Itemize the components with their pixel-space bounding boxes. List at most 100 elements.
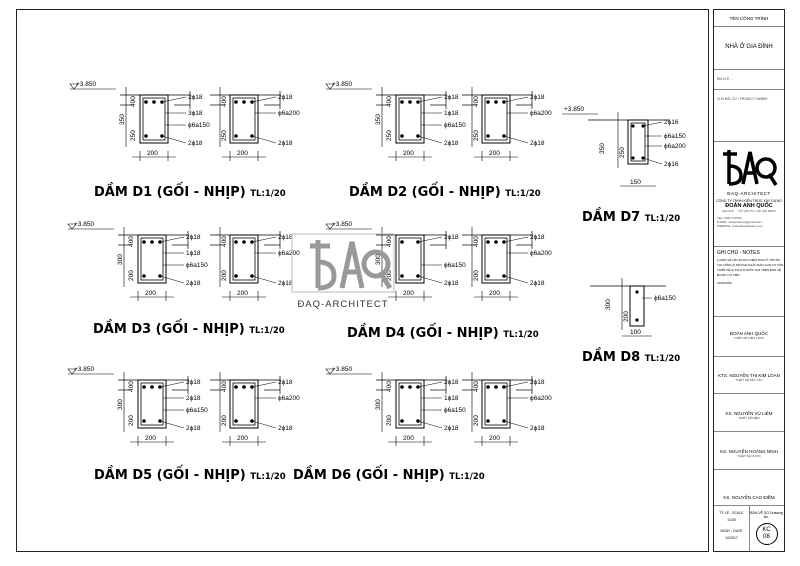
dim-h1-d5-support: 200	[128, 415, 135, 426]
rebar-d5-span-0	[234, 385, 238, 389]
dim-width-d5-span: 200	[237, 435, 248, 442]
date-label: NGÀY - DATE	[720, 529, 743, 533]
label-mid-d3-support: 1ϕ18	[186, 250, 201, 257]
dim-h2-d1-span: 400	[221, 96, 228, 107]
label-bot-d4-span: 2ϕ18	[530, 280, 545, 287]
dim-width-d1-support: 200	[147, 150, 158, 157]
beam-outline-d2-support	[395, 94, 425, 144]
watermark: ĐAQ-ARCHITECT	[288, 232, 398, 310]
logo-text: ĐAQ-ARCHITECT	[727, 191, 771, 196]
dim-width-d6-support: 200	[403, 435, 414, 442]
stirrup-d5-span	[232, 382, 256, 426]
beam-title-d4: DẦM D4 (GỐI - NHỊP) TL:1/20	[347, 326, 539, 341]
rebar-d7-2	[631, 156, 635, 160]
beam-title-d1: DẦM D1 (GỐI - NHỊP) TL:1/20	[94, 185, 286, 200]
label-mid-d1-span: ϕ6a200	[278, 110, 300, 117]
label-top-d6-support: 2ϕ18	[444, 379, 459, 386]
label-top-d4-support: 2ϕ18	[444, 234, 459, 241]
label-bot-d1-support: 2ϕ18	[188, 140, 203, 147]
dim-h1-d8: 200	[623, 311, 630, 322]
beam-outline-d4-span	[481, 234, 511, 284]
leader-top-d1-support	[161, 96, 187, 103]
leader-top-d2-support	[417, 96, 443, 103]
leader-bot-d4-span	[503, 275, 529, 284]
leader-bot-d6-span	[503, 420, 529, 429]
rebar-d6-span-2	[486, 419, 490, 423]
role-1: THIẾT KẾ KIẾN TRÚC	[733, 336, 765, 340]
stirrup-d2-support	[398, 97, 422, 141]
signer-2-name: KS. NGUYỄN VŨ LIÊM	[725, 411, 773, 416]
label-bot-d1-span: 2ϕ18	[278, 140, 293, 147]
leader-bot-d6-support	[417, 420, 443, 429]
leader-bot-d7	[642, 157, 663, 165]
leader-bot-d3-span	[251, 275, 277, 284]
label-stir-d1-support: ϕ6a150	[188, 122, 210, 129]
rebar-d5-support-0	[142, 385, 146, 389]
label-stir-d7: ϕ6a200	[664, 143, 686, 150]
dim-h2-d4-support: 400	[386, 236, 393, 247]
dim-width-d6-span: 200	[489, 435, 500, 442]
rebar-d6-support-2	[400, 419, 404, 423]
scale-value: 1/100	[727, 518, 736, 522]
dim-h3-d8: 300	[605, 299, 612, 310]
dim-h2-d2-support: 400	[386, 96, 393, 107]
elev-label-d3-support: +3.850	[74, 221, 94, 228]
label-mid-d4-span: ϕ6a200	[530, 250, 552, 257]
rebar-d2-span-2	[486, 134, 490, 138]
label-bot-d2-span: 2ϕ18	[530, 140, 545, 147]
rebar-d3-support-2	[142, 274, 146, 278]
label-top-d2-support: 2ϕ18	[444, 94, 459, 101]
rebar-mid-d4-span	[494, 240, 498, 244]
dim-width-d2-span: 200	[489, 150, 500, 157]
company-logo-icon	[723, 150, 778, 186]
rebar-d4-span-2	[486, 274, 490, 278]
stirrup-d4-span	[484, 237, 508, 281]
rebar-d1-support-0	[144, 100, 148, 104]
leader-top-d7	[642, 121, 663, 127]
stirrup-d4-support	[398, 237, 422, 281]
dim-width-d3-support: 200	[145, 290, 156, 297]
elev-marker-d2-support	[325, 83, 335, 90]
company-line: CÔNG TY TNHH KIẾN TRÚC XÂY DỰNG	[716, 199, 782, 203]
beam-title-d3: DẦM D3 (GỐI - NHỊP) TL:1/20	[93, 322, 285, 337]
label-bot-d7: 2ϕ16	[664, 161, 679, 168]
dim-h2-d2-span: 400	[473, 96, 480, 107]
dim-h3-d4-support: 300	[375, 254, 382, 265]
company-website: WEBSITE: www.daoanhquoc.com	[717, 224, 763, 228]
elev-label-d6-support: +3.850	[332, 366, 352, 373]
dim-width-d4-span: 200	[489, 290, 500, 297]
dim-h1-d6-span: 200	[473, 415, 480, 426]
rebar-mid-d6-support	[408, 385, 412, 389]
dim-h2-d4-span: 400	[473, 236, 480, 247]
label-mid-d6-support: 1ϕ18	[444, 395, 459, 402]
beam-title-d2: DẦM D2 (GỐI - NHỊP) TL:1/20	[349, 185, 541, 200]
label-stir-d2-support: ϕ6a150	[444, 122, 466, 129]
beam-title-d6: DẦM D6 (GỐI - NHỊP) TL:1/20	[293, 468, 485, 483]
company-block: ĐAQ-ARCHITECT CÔNG TY TNHH KIẾN TRÚC XÂY…	[714, 142, 784, 247]
label-mid-d5-support: 2ϕ18	[186, 395, 201, 402]
rebar-d7-0	[631, 124, 635, 128]
notes-label: GHI CHÚ - NOTES	[717, 250, 760, 256]
beam-outline-d2-span	[481, 94, 511, 144]
elev-marker-d1-support	[69, 83, 79, 90]
watermark-logo-icon	[291, 233, 395, 293]
rebar-mid-d3-support	[150, 240, 154, 244]
stirrup-d3-span	[232, 237, 256, 281]
dim-h1-d2-span: 250	[473, 130, 480, 141]
drawing-no-cell: BẢN VẼ SỐ Drawing No. KC 08	[749, 506, 784, 551]
label-top-d1-support: 2ϕ18	[188, 94, 203, 101]
label-bot-d4-support: 2ϕ18	[444, 280, 459, 287]
rebar-d8-bot	[635, 318, 639, 322]
label-top-d4-span: 2ϕ18	[530, 234, 545, 241]
signer-2-cell: KS. NGUYỄN VŨ LIÊM THIẾT KẾ ĐIỆN	[714, 394, 784, 432]
label-stir-d5-support: ϕ6a150	[186, 407, 208, 414]
elev-marker-d5-support	[67, 368, 77, 375]
elev-marker-d6-support	[325, 368, 335, 375]
rebar-mid-d1-span	[242, 100, 246, 104]
dim-h1-d2-support: 250	[386, 130, 393, 141]
leader-bot-d5-support	[159, 420, 185, 429]
stirrup-d3-support	[140, 237, 164, 281]
rebar-d4-support-2	[400, 274, 404, 278]
